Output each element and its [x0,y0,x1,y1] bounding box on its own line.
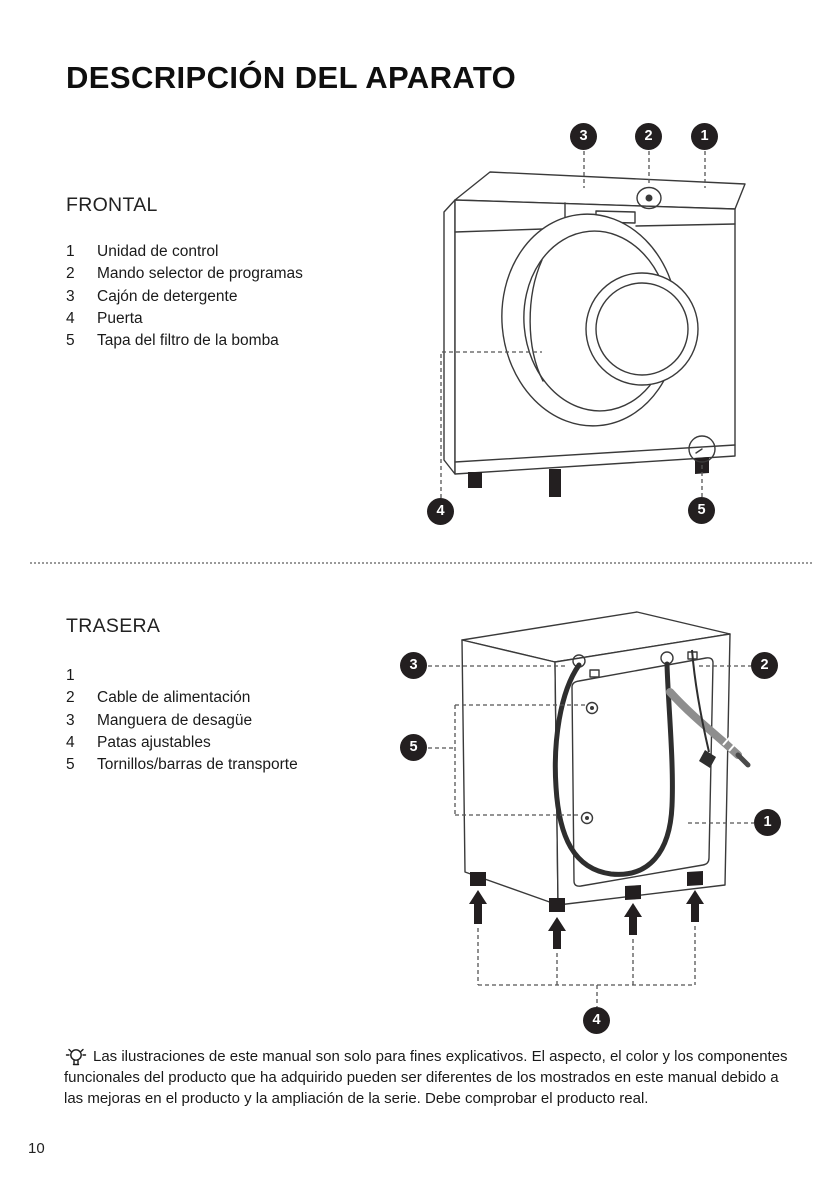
item-label: Mando selector de programas [97,265,303,283]
item-label: Tapa del filtro de la bomba [97,332,279,350]
item-number: 5 [66,332,75,350]
trasera-item-3: 3 Manguera de desagüe [66,710,436,732]
callout-trasera-3: 3 [400,652,427,679]
item-number: 1 [66,667,75,684]
frontal-item-5: 5 Tapa del filtro de la bomba [66,330,422,352]
frontal-item-1: 1 Unidad de control [66,241,422,263]
item-label: Unidad de control [97,243,219,260]
item-number: 5 [66,756,75,774]
frontal-item-4: 4 Puerta [66,308,422,330]
item-label: Puerta [97,309,143,327]
item-label: Cajón de detergente [97,287,238,305]
item-number: 3 [66,287,75,305]
page-number: 10 [28,1140,45,1157]
frontal-item-2: 2 Mando selector de programas [66,263,422,285]
section-divider [30,562,812,564]
callout-trasera-1: 1 [754,809,781,836]
callout-frontal-4: 4 [427,498,454,525]
back-illustration [400,592,800,1037]
item-label: Cable de alimentación [97,689,251,707]
trasera-section: TRASERA 1 2 Cable de alimentación 3 Mang… [66,615,436,776]
note-text: Las ilustraciones de este manual son sol… [64,1048,788,1107]
frontal-section: FRONTAL 1 Unidad de control 2 Mando sele… [66,194,422,352]
item-number: 4 [66,309,75,327]
callout-trasera-2: 2 [751,652,778,679]
item-number: 3 [66,711,75,729]
callout-frontal-2: 2 [635,123,662,150]
frontal-heading: FRONTAL [66,194,158,216]
frontal-parts-list: 1 Unidad de control 2 Mando selector de … [66,241,422,352]
trasera-item-4: 4 Patas ajustables [66,732,436,754]
trasera-parts-list: 1 2 Cable de alimentación 3 Manguera de … [66,665,436,776]
item-number: 4 [66,733,75,751]
washer-back-drawing [428,611,754,1007]
item-number: 1 [66,243,75,260]
frontal-item-3: 3 Cajón de detergente [66,286,422,308]
callout-trasera-5: 5 [400,734,427,761]
item-label: Manguera de desagüe [97,711,253,729]
front-illustration [430,108,760,543]
washer-front-drawing [440,151,746,498]
item-number: 2 [66,689,75,707]
callout-frontal-3: 3 [570,123,597,150]
callout-frontal-5: 5 [688,497,715,524]
trasera-item-5: 5 Tornillos/barras de transporte [66,754,436,776]
callout-trasera-4: 4 [583,1007,610,1034]
page-title: DESCRIPCIÓN DEL APARATO [66,60,517,95]
trasera-item-1: 1 [66,665,436,687]
lightbulb-icon [64,1047,89,1067]
note: Las ilustraciones de este manual son sol… [64,1046,790,1109]
item-number: 2 [66,265,75,283]
trasera-item-2: 2 Cable de alimentación [66,687,436,709]
item-label: Patas ajustables [97,733,211,751]
trasera-heading: TRASERA [66,615,161,637]
callout-frontal-1: 1 [691,123,718,150]
item-label: Tornillos/barras de transporte [97,756,298,774]
